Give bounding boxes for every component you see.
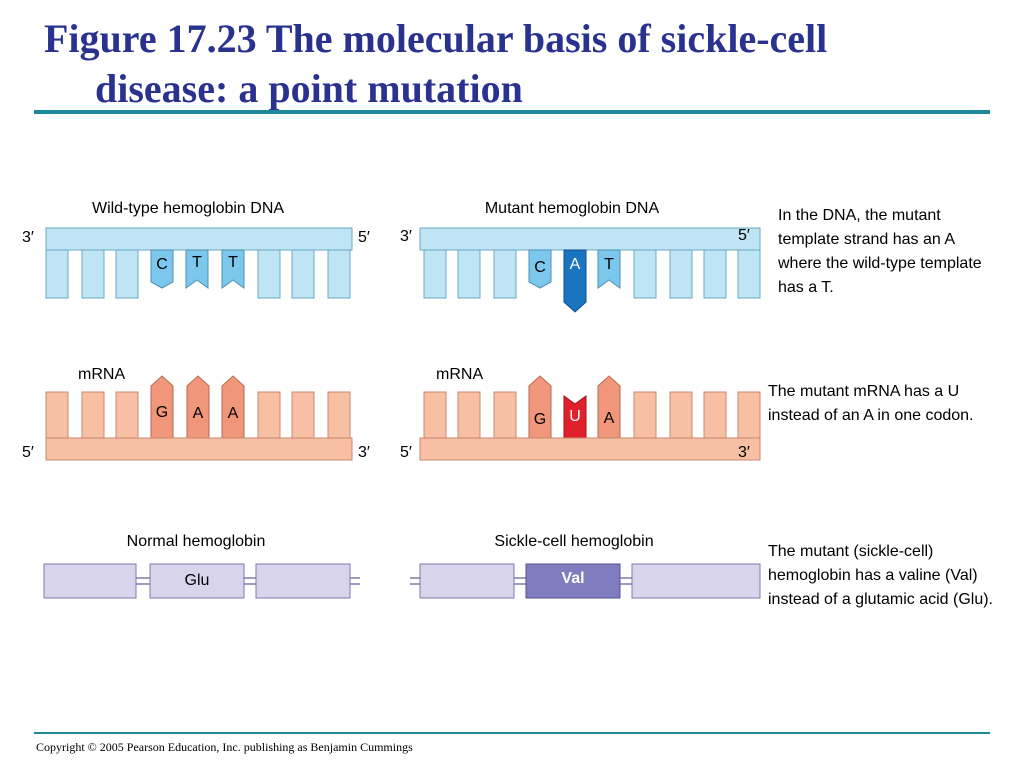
dna-base-t [597,249,621,289]
mutant-dna-base-3: T [604,256,614,273]
wild-type-dna-5prime-end: 5′ [358,229,370,246]
copyright-footer: Copyright © 2005 Pearson Education, Inc.… [36,740,413,754]
mutant-mrna-base-3: A [603,410,615,427]
wild-type-dna-heading: Wild-type hemoglobin DNA [91,200,285,217]
wild-type-dna-base-1: C [156,256,168,273]
title-line-1: Figure 17.23 The molecular basis of sick… [44,16,828,61]
dna-base-c [150,249,174,289]
dna-note: In the DNA, the mutant template strand h… [778,207,982,296]
sickle-hemoglobin-heading: Sickle-cell hemoglobin [494,533,654,550]
wild-type-dna-3prime-end: 3′ [22,229,34,246]
wild-type-mrna-strand [45,375,353,461]
mutant-mrna-heading: mRNA [436,366,484,383]
wild-type-mrna-5prime-end: 5′ [22,444,34,461]
mrna-base-a [597,375,621,439]
mutant-dna-base-2: A [569,256,581,273]
figure-title: Figure 17.23 The molecular basis of sick… [44,14,1004,114]
mutant-dna-strand [419,227,761,313]
mutant-dna-5prime-end: 5′ [738,227,750,244]
mutant-mrna-3prime-end: 3′ [738,444,750,461]
dna-base-c [528,249,552,289]
wild-type-mrna-base-3: A [227,405,239,422]
mutant-dna-heading: Mutant hemoglobin DNA [484,200,660,217]
wild-type-dna-strand [45,227,353,299]
mutant-dna-3prime-end: 3′ [400,228,412,245]
wild-type-mrna-3prime-end: 3′ [358,444,370,461]
normal-residue-label: Glu [184,572,210,589]
normal-hemoglobin-chain [43,563,360,599]
normal-hemoglobin-heading: Normal hemoglobin [126,533,266,550]
mutant-dna-base-1: C [534,259,546,276]
wild-type-dna-base-3: T [228,254,238,271]
residue-glu [149,563,245,599]
residue-val [525,563,621,599]
title-divider [34,110,990,114]
dna-base-a-mutant [563,249,587,313]
mutant-mrna-5prime-end: 5′ [400,444,412,461]
sickle-hemoglobin-chain [410,563,761,599]
mutant-mrna-base-1: G [533,411,547,428]
footer-divider [34,732,990,734]
mutant-mrna-strand [419,375,761,461]
wild-type-mrna-base-2: A [192,405,204,422]
title-line-2: disease: a point mutation [95,66,523,111]
wild-type-mrna-base-1: G [155,404,169,421]
wild-type-dna-base-2: T [192,254,202,271]
wild-type-mrna-heading: mRNA [78,366,126,383]
protein-note: The mutant (sickle-cell) hemoglobin has … [768,543,993,608]
dna-base-t [221,249,245,289]
mutant-mrna-base-2: U [569,408,581,425]
mrna-note: The mutant mRNA has a U instead of an A … [768,383,974,424]
dna-base-t [185,249,209,289]
sickle-residue-label: Val [561,570,585,587]
